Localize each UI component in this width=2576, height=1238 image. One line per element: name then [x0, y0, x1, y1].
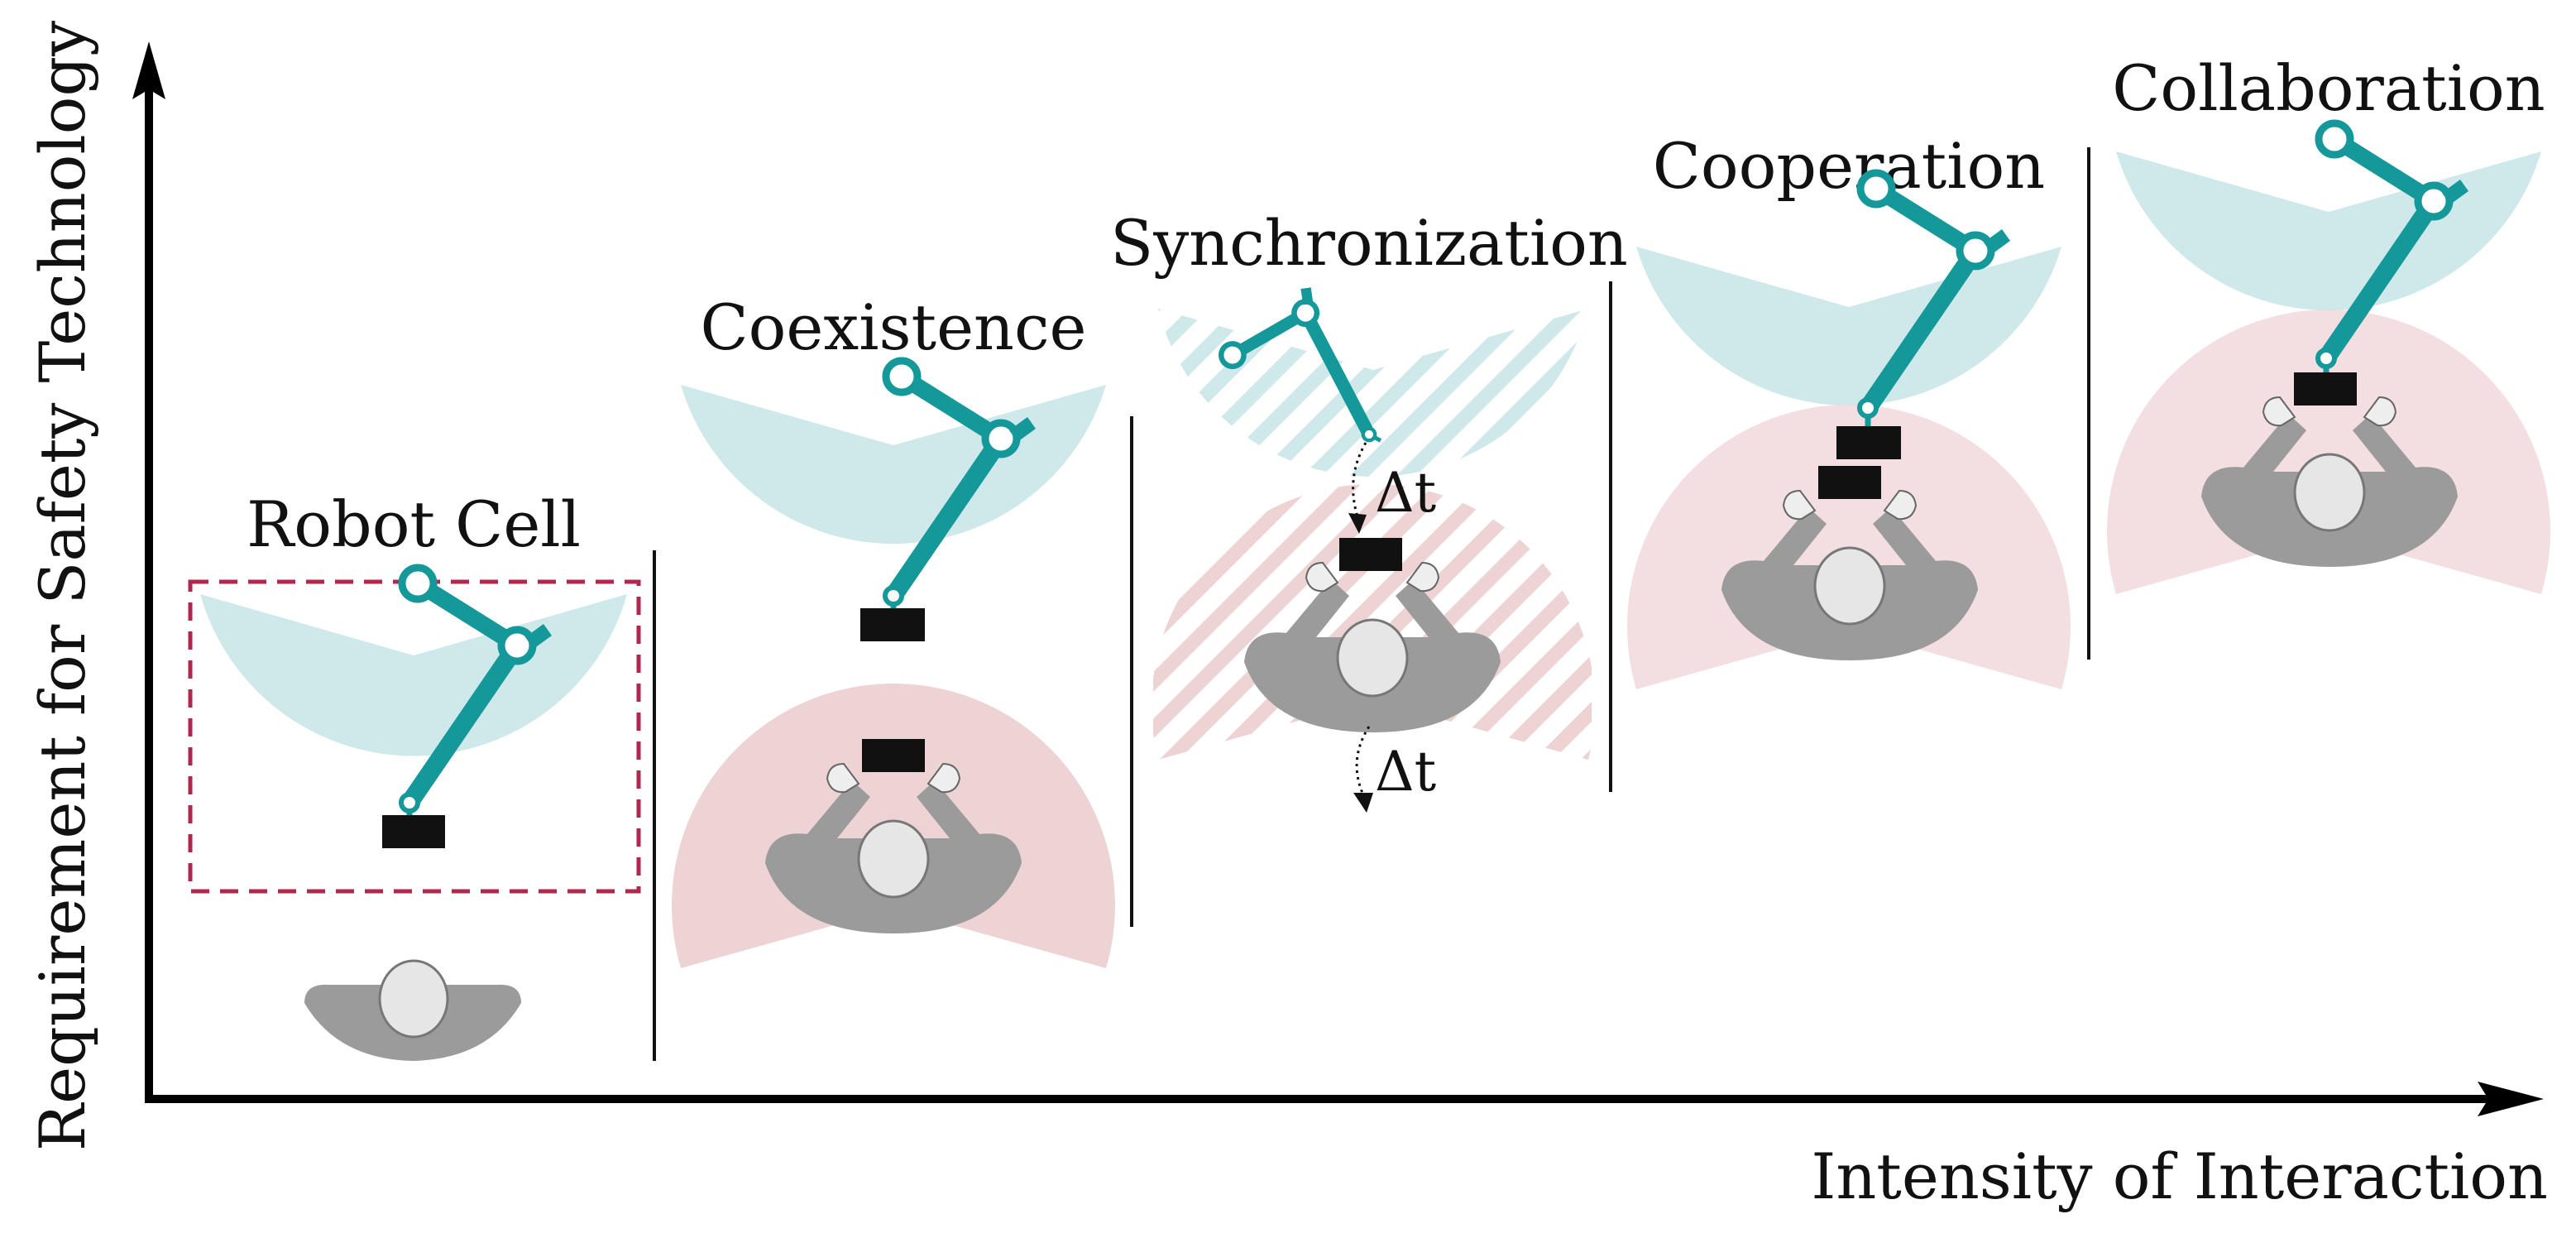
robot-workspace-zone-hatched	[1158, 309, 1588, 477]
workpiece-icon	[860, 608, 925, 641]
stage-title-coexistence: Coexistence	[700, 290, 1086, 364]
time-offset-arrow	[1352, 442, 1367, 522]
robot-workspace-zone	[1636, 247, 2061, 406]
time-offset-arrow	[1355, 726, 1371, 799]
robot-workspace-zone	[200, 594, 627, 756]
stage-title-collaboration: Collaboration	[2112, 51, 2545, 125]
stage-coexistence: Coexistence	[671, 290, 1115, 968]
delta-t-label: Δt	[1375, 740, 1436, 804]
robot-workspace-zone	[2116, 151, 2541, 311]
axes: Intensity of Interaction Requirement for…	[26, 21, 2548, 1213]
workpiece-icon	[382, 815, 445, 848]
stage-title-cooperation: Cooperation	[1653, 129, 2045, 203]
arrowhead	[1353, 793, 1373, 813]
stage-title-robot-cell: Robot Cell	[247, 487, 581, 561]
stage-synchronization: Synchronization Δt Δt	[1110, 206, 1628, 813]
workpiece-icon	[862, 739, 925, 772]
x-axis-arrowhead	[2478, 1082, 2544, 1116]
workpiece-icon	[1339, 538, 1402, 571]
stage-cooperation: Cooperation	[1627, 129, 2071, 689]
stage-collaboration: Collaboration	[2107, 51, 2550, 594]
worker-top-view-icon	[304, 959, 521, 1061]
arrowhead	[1348, 513, 1367, 534]
robot-workspace-zone	[681, 385, 1106, 545]
stage-robot-cell: Robot Cell	[188, 487, 641, 1061]
y-axis-arrowhead	[132, 41, 165, 99]
workpiece-icon	[2294, 372, 2357, 405]
delta-t-label: Δt	[1375, 461, 1436, 525]
workpiece-icon	[1836, 426, 1901, 459]
stage-title-synchronization: Synchronization	[1110, 206, 1628, 280]
y-axis-label: Requirement for Safety Technology	[26, 21, 99, 1151]
safety-fence-icon	[188, 579, 641, 894]
workpiece-icon	[1818, 466, 1881, 499]
x-axis-label: Intensity of Interaction	[1811, 1140, 2548, 1213]
